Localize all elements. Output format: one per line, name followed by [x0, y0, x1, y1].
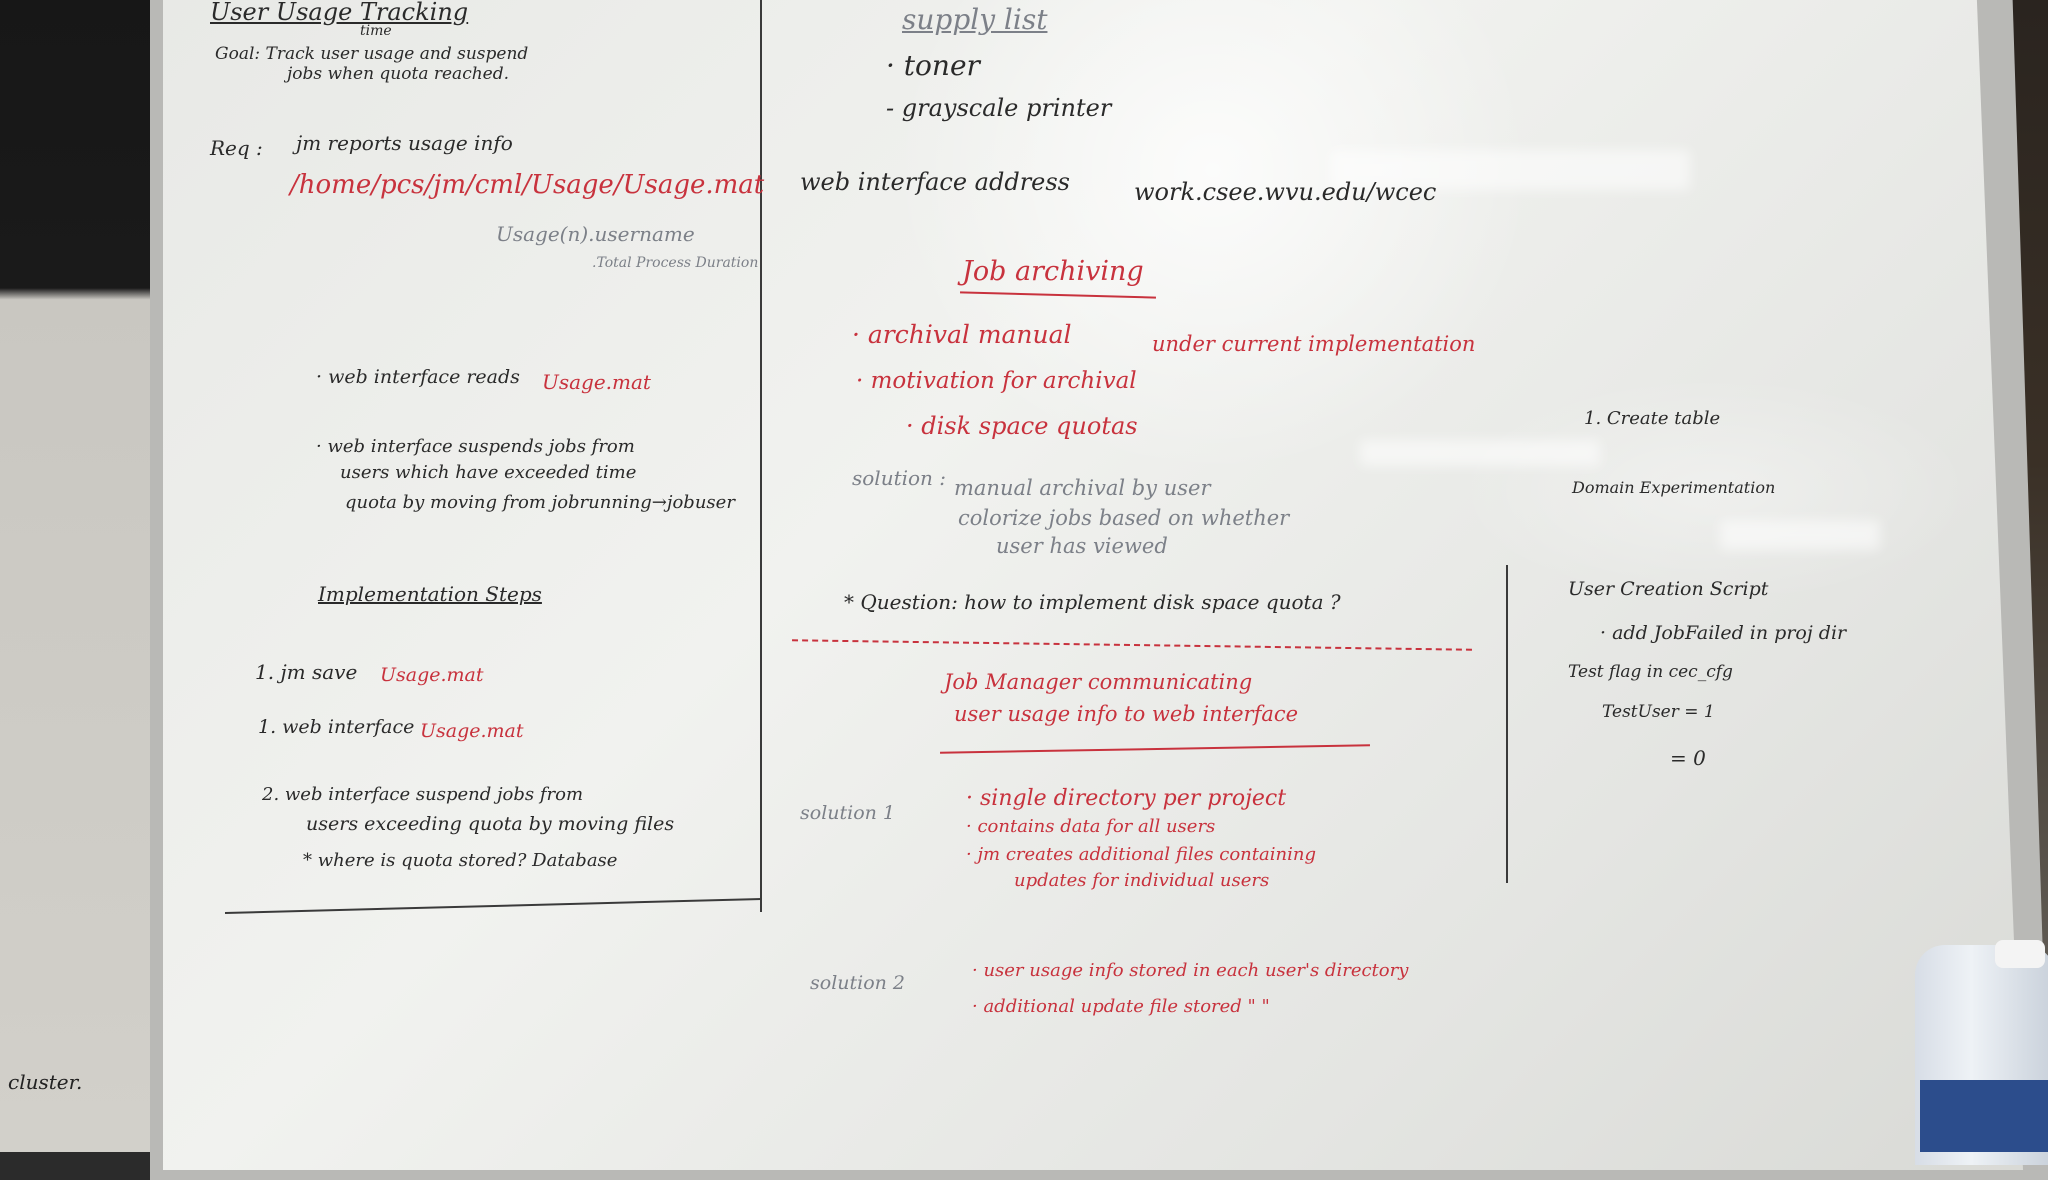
supply-item-toner: · toner — [886, 49, 980, 82]
side-note: cluster. — [8, 1070, 83, 1094]
todo-create-table: 1. Create table — [1584, 408, 1721, 429]
req-text: jm reports usage info — [296, 131, 513, 155]
light-glare — [1330, 150, 1690, 190]
bullet-1-file: Usage.mat — [542, 370, 651, 394]
bottle-label — [1920, 1080, 2048, 1152]
todo-testuser-zero: = 0 — [1670, 746, 1706, 770]
left-panel-divider — [760, 0, 762, 912]
supply-list-title: supply list — [902, 3, 1048, 36]
job-manager-heading-line-1: Job Manager communicating — [944, 670, 1253, 694]
req-label: Req : — [210, 136, 263, 160]
impl-step-1: 1. jm save — [255, 660, 358, 684]
goal-line-2: jobs when quota reached. — [287, 64, 510, 84]
usage-field: Usage(n).username — [496, 222, 695, 246]
solution-1-line-3: · jm creates additional files containing — [966, 844, 1316, 865]
bottle-cap — [1995, 940, 2045, 968]
archival-bullet-2: · motivation for archival — [856, 368, 1137, 394]
solution-line-1: manual archival by user — [954, 476, 1211, 500]
bullet-2-line-1: · web interface suspends jobs from — [316, 436, 635, 457]
impl-step-3-line-2: users exceeding quota by moving files — [306, 813, 675, 835]
usage-path: /home/pcs/jm/cml/Usage/Usage.mat — [290, 170, 765, 200]
todo-user-creation-script: User Creation Script — [1568, 578, 1769, 600]
solution-1-line-4: updates for individual users — [1014, 870, 1270, 891]
solution-line-2: colorize jobs based on whether — [958, 506, 1290, 530]
todo-testuser-one: TestUser = 1 — [1602, 702, 1715, 722]
solution-2-label: solution 2 — [810, 972, 906, 994]
todo-test-flag: Test flag in cec_cfg — [1568, 662, 1733, 682]
light-glare — [1720, 520, 1880, 550]
whiteboard — [163, 0, 2023, 1170]
question-text: * Question: how to implement disk space … — [844, 590, 1341, 614]
archival-bullet-1: · archival manual — [852, 320, 1072, 349]
supply-item-printer: - grayscale printer — [886, 94, 1112, 122]
solution-2-line-1: · user usage info stored in each user's … — [972, 960, 1409, 981]
bullet-1-prefix: · web interface reads — [316, 366, 520, 388]
impl-step-3-line-3: * where is quota stored? Database — [303, 850, 618, 871]
job-archiving-heading: Job archiving — [962, 256, 1144, 287]
title-insert-note: time — [360, 23, 392, 39]
bullet-2-line-2: users which have exceeded time — [340, 462, 637, 483]
solution-1-line-2: · contains data for all users — [966, 816, 1216, 837]
bullet-2-line-3: quota by moving from jobrunning→jobuser — [345, 492, 735, 513]
impl-step-3-line-1: 2. web interface suspend jobs from — [262, 784, 584, 805]
archival-bullet-1-note: under current implementation — [1152, 332, 1476, 356]
solution-line-3: user has viewed — [996, 534, 1168, 558]
impl-step-2: 1. web interface — [258, 716, 415, 738]
impl-heading: Implementation Steps — [318, 582, 542, 606]
impl-step-2-file: Usage.mat — [420, 720, 524, 742]
job-manager-heading-line-2: user usage info to web interface — [954, 702, 1299, 726]
web-interface-label: web interface address — [800, 168, 1070, 196]
impl-step-1-file: Usage.mat — [380, 664, 484, 686]
todo-add-jobfailed: · add JobFailed in proj dir — [1600, 622, 1847, 644]
right-panel-divider — [1506, 565, 1508, 883]
solution-2-line-2: · additional update file stored " " — [972, 996, 1270, 1017]
web-interface-address: work.csee.wvu.edu/wcec — [1134, 178, 1437, 206]
light-glare — [1360, 440, 1600, 466]
solution-1-line-1: · single directory per project — [966, 786, 1287, 811]
solution-label: solution : — [852, 466, 947, 490]
goal-line-1: Goal: Track user usage and suspend — [215, 44, 529, 64]
usage-subfield: .Total Process Duration — [592, 255, 759, 271]
todo-domain-experimentation: Domain Experimentation — [1572, 478, 1776, 497]
solution-1-label: solution 1 — [800, 802, 896, 824]
left-wall — [0, 0, 175, 1152]
left-panel-title: User Usage Tracking — [210, 0, 469, 26]
archival-bullet-3: · disk space quotas — [906, 412, 1138, 440]
